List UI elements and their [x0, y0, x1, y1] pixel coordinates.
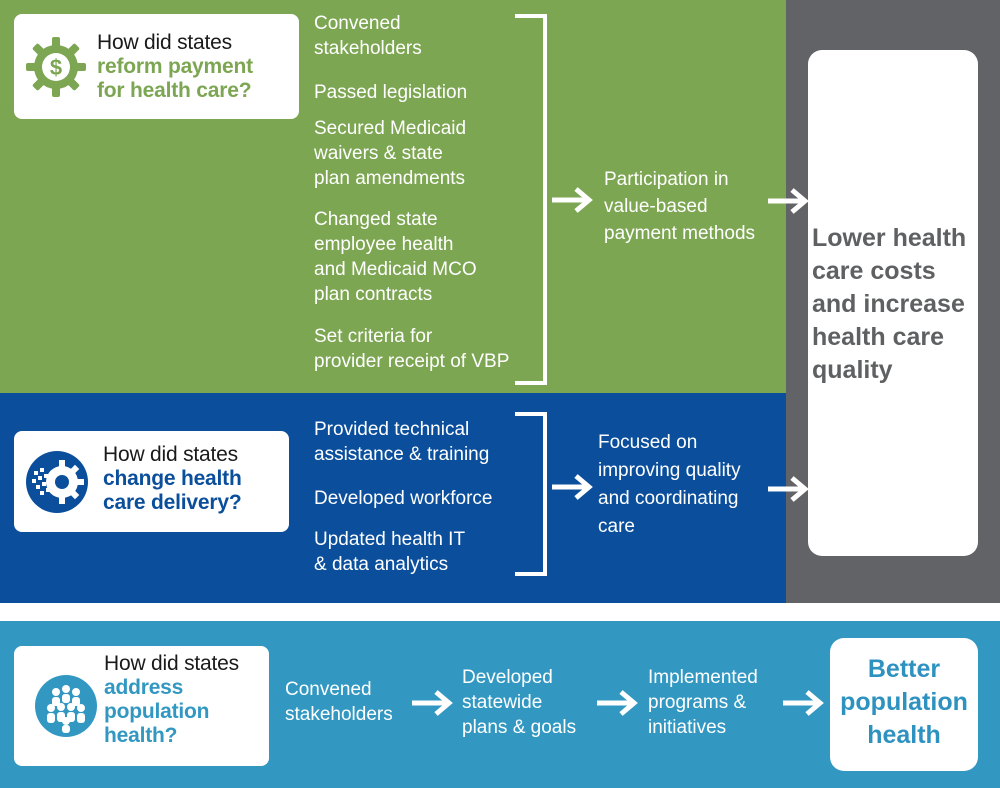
arrow-right-icon [597, 690, 638, 716]
arrow-right-icon [783, 690, 824, 716]
arrow-right-icon [552, 187, 593, 213]
arrow-right-icon [768, 476, 809, 502]
question-line: change health [103, 467, 242, 490]
payment-question: How did states reform payment for health… [97, 31, 253, 103]
arrow-right-icon [552, 474, 593, 500]
delivery-bracket [515, 412, 547, 576]
question-prefix: How did states [103, 443, 238, 466]
question-line: care delivery? [103, 491, 242, 514]
lower-costs-result-box [808, 50, 978, 556]
dollar-gear-icon: $ [24, 35, 88, 99]
question-line: health? [104, 724, 178, 747]
svg-text:$: $ [50, 55, 62, 80]
delivery-item: Developed workforce [314, 488, 493, 509]
arrow-right-icon [768, 188, 809, 214]
arrow-right-icon [412, 690, 453, 716]
delivery-question: How did states change health care delive… [103, 443, 242, 515]
better-health-result-box [830, 638, 978, 771]
question-prefix: How did states [104, 652, 239, 675]
question-line: population [104, 700, 210, 723]
digital-gear-icon [24, 449, 90, 515]
payment-item: Passed legislation [314, 82, 468, 103]
population-question: How did states address population health… [104, 652, 239, 748]
payment-bracket [515, 14, 547, 385]
question-line: address [104, 676, 184, 699]
delivery-item: Updated health IT& data analytics [314, 529, 466, 575]
people-group-icon [34, 674, 98, 738]
question-line: for health care? [97, 79, 252, 102]
question-line: reform payment [97, 55, 253, 78]
question-prefix: How did states [97, 31, 232, 54]
